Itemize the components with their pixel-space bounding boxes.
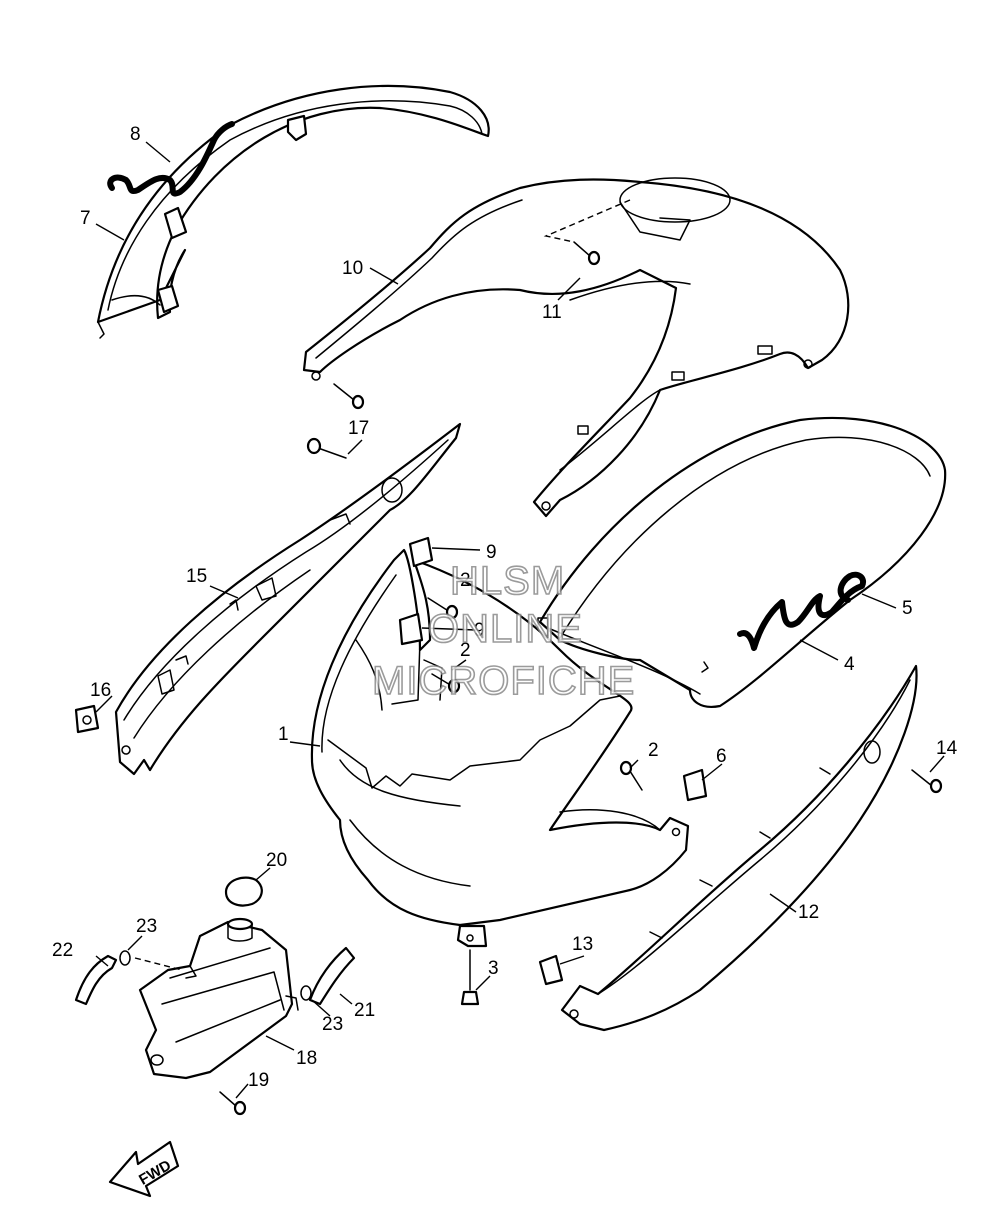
callout-15: 15 (186, 566, 207, 587)
callout-17: 17 (348, 418, 369, 439)
part-14-screw (911, 769, 943, 794)
callout-16: 16 (90, 680, 111, 701)
forward-direction-arrow: FWD (108, 1140, 180, 1198)
watermark: HLSM ONLINE MICROFICHE (371, 558, 635, 704)
assembly-line-tank (134, 957, 183, 971)
watermark-line-3: MICROFICHE (372, 659, 635, 703)
part-19-screw (219, 1091, 247, 1116)
part-21-hose (308, 946, 356, 1006)
callout-2-lower: 2 (648, 740, 659, 761)
callout-7: 7 (80, 208, 91, 229)
part-22-hose (74, 954, 118, 1006)
callout-10: 10 (342, 258, 363, 279)
part-10-inner-frame (302, 177, 850, 518)
part-20-cap (224, 876, 263, 907)
callout-8: 8 (130, 124, 141, 145)
callout-2-middle: 2 (460, 640, 471, 661)
part-23-clip-left (119, 950, 131, 966)
callout-1: 1 (278, 724, 289, 745)
part-10-mount-screw (333, 383, 365, 410)
callout-11: 11 (542, 302, 562, 323)
watermark-line-1: HLSM (450, 559, 565, 603)
callout-labels: 8 7 10 11 17 9 2 15 9 2 5 4 16 1 2 6 14 … (52, 124, 958, 1091)
part-17-bolt (306, 437, 347, 459)
callout-4: 4 (844, 654, 855, 675)
callout-9-upper: 9 (486, 542, 497, 563)
part-18-reservoir-tank (138, 917, 299, 1080)
callout-23-right: 23 (322, 1014, 343, 1035)
part-8-emblem (107, 121, 235, 197)
part-12-lower-trim (560, 664, 918, 1032)
callout-22: 22 (52, 940, 73, 961)
leader-lines (95, 141, 945, 1099)
part-6-nut (682, 768, 708, 802)
callout-20: 20 (266, 850, 287, 871)
callout-14: 14 (936, 738, 958, 759)
callout-19: 19 (248, 1070, 269, 1091)
callout-5: 5 (902, 598, 913, 619)
callout-18: 18 (296, 1048, 317, 1069)
callout-9-lower: 9 (474, 620, 485, 641)
watermark-line-2: ONLINE (428, 607, 583, 651)
callout-3: 3 (488, 958, 499, 979)
part-2-screw-upper (427, 597, 459, 620)
part-2-screw-middle (431, 673, 461, 694)
part-9-nut-lower (398, 612, 424, 646)
callout-12: 12 (798, 902, 819, 923)
part-5-emblem (737, 571, 866, 651)
callout-23-left: 23 (136, 916, 157, 937)
part-2-screw-lower (619, 760, 643, 791)
callout-2-upper: 2 (460, 570, 471, 591)
part-4-side-cover (537, 416, 947, 708)
part-3-bolt (460, 949, 480, 1006)
part-9-nut-upper (408, 536, 434, 568)
part-11-screw (573, 241, 601, 266)
callout-21: 21 (354, 1000, 375, 1021)
part-13-nut (538, 954, 564, 986)
part-15-side-trim (114, 422, 462, 776)
callout-13: 13 (572, 934, 593, 955)
part-16-clip (74, 704, 100, 734)
part-23-clip-right (300, 985, 312, 1001)
callout-6: 6 (716, 746, 727, 767)
assembly-line-11 (543, 199, 631, 243)
